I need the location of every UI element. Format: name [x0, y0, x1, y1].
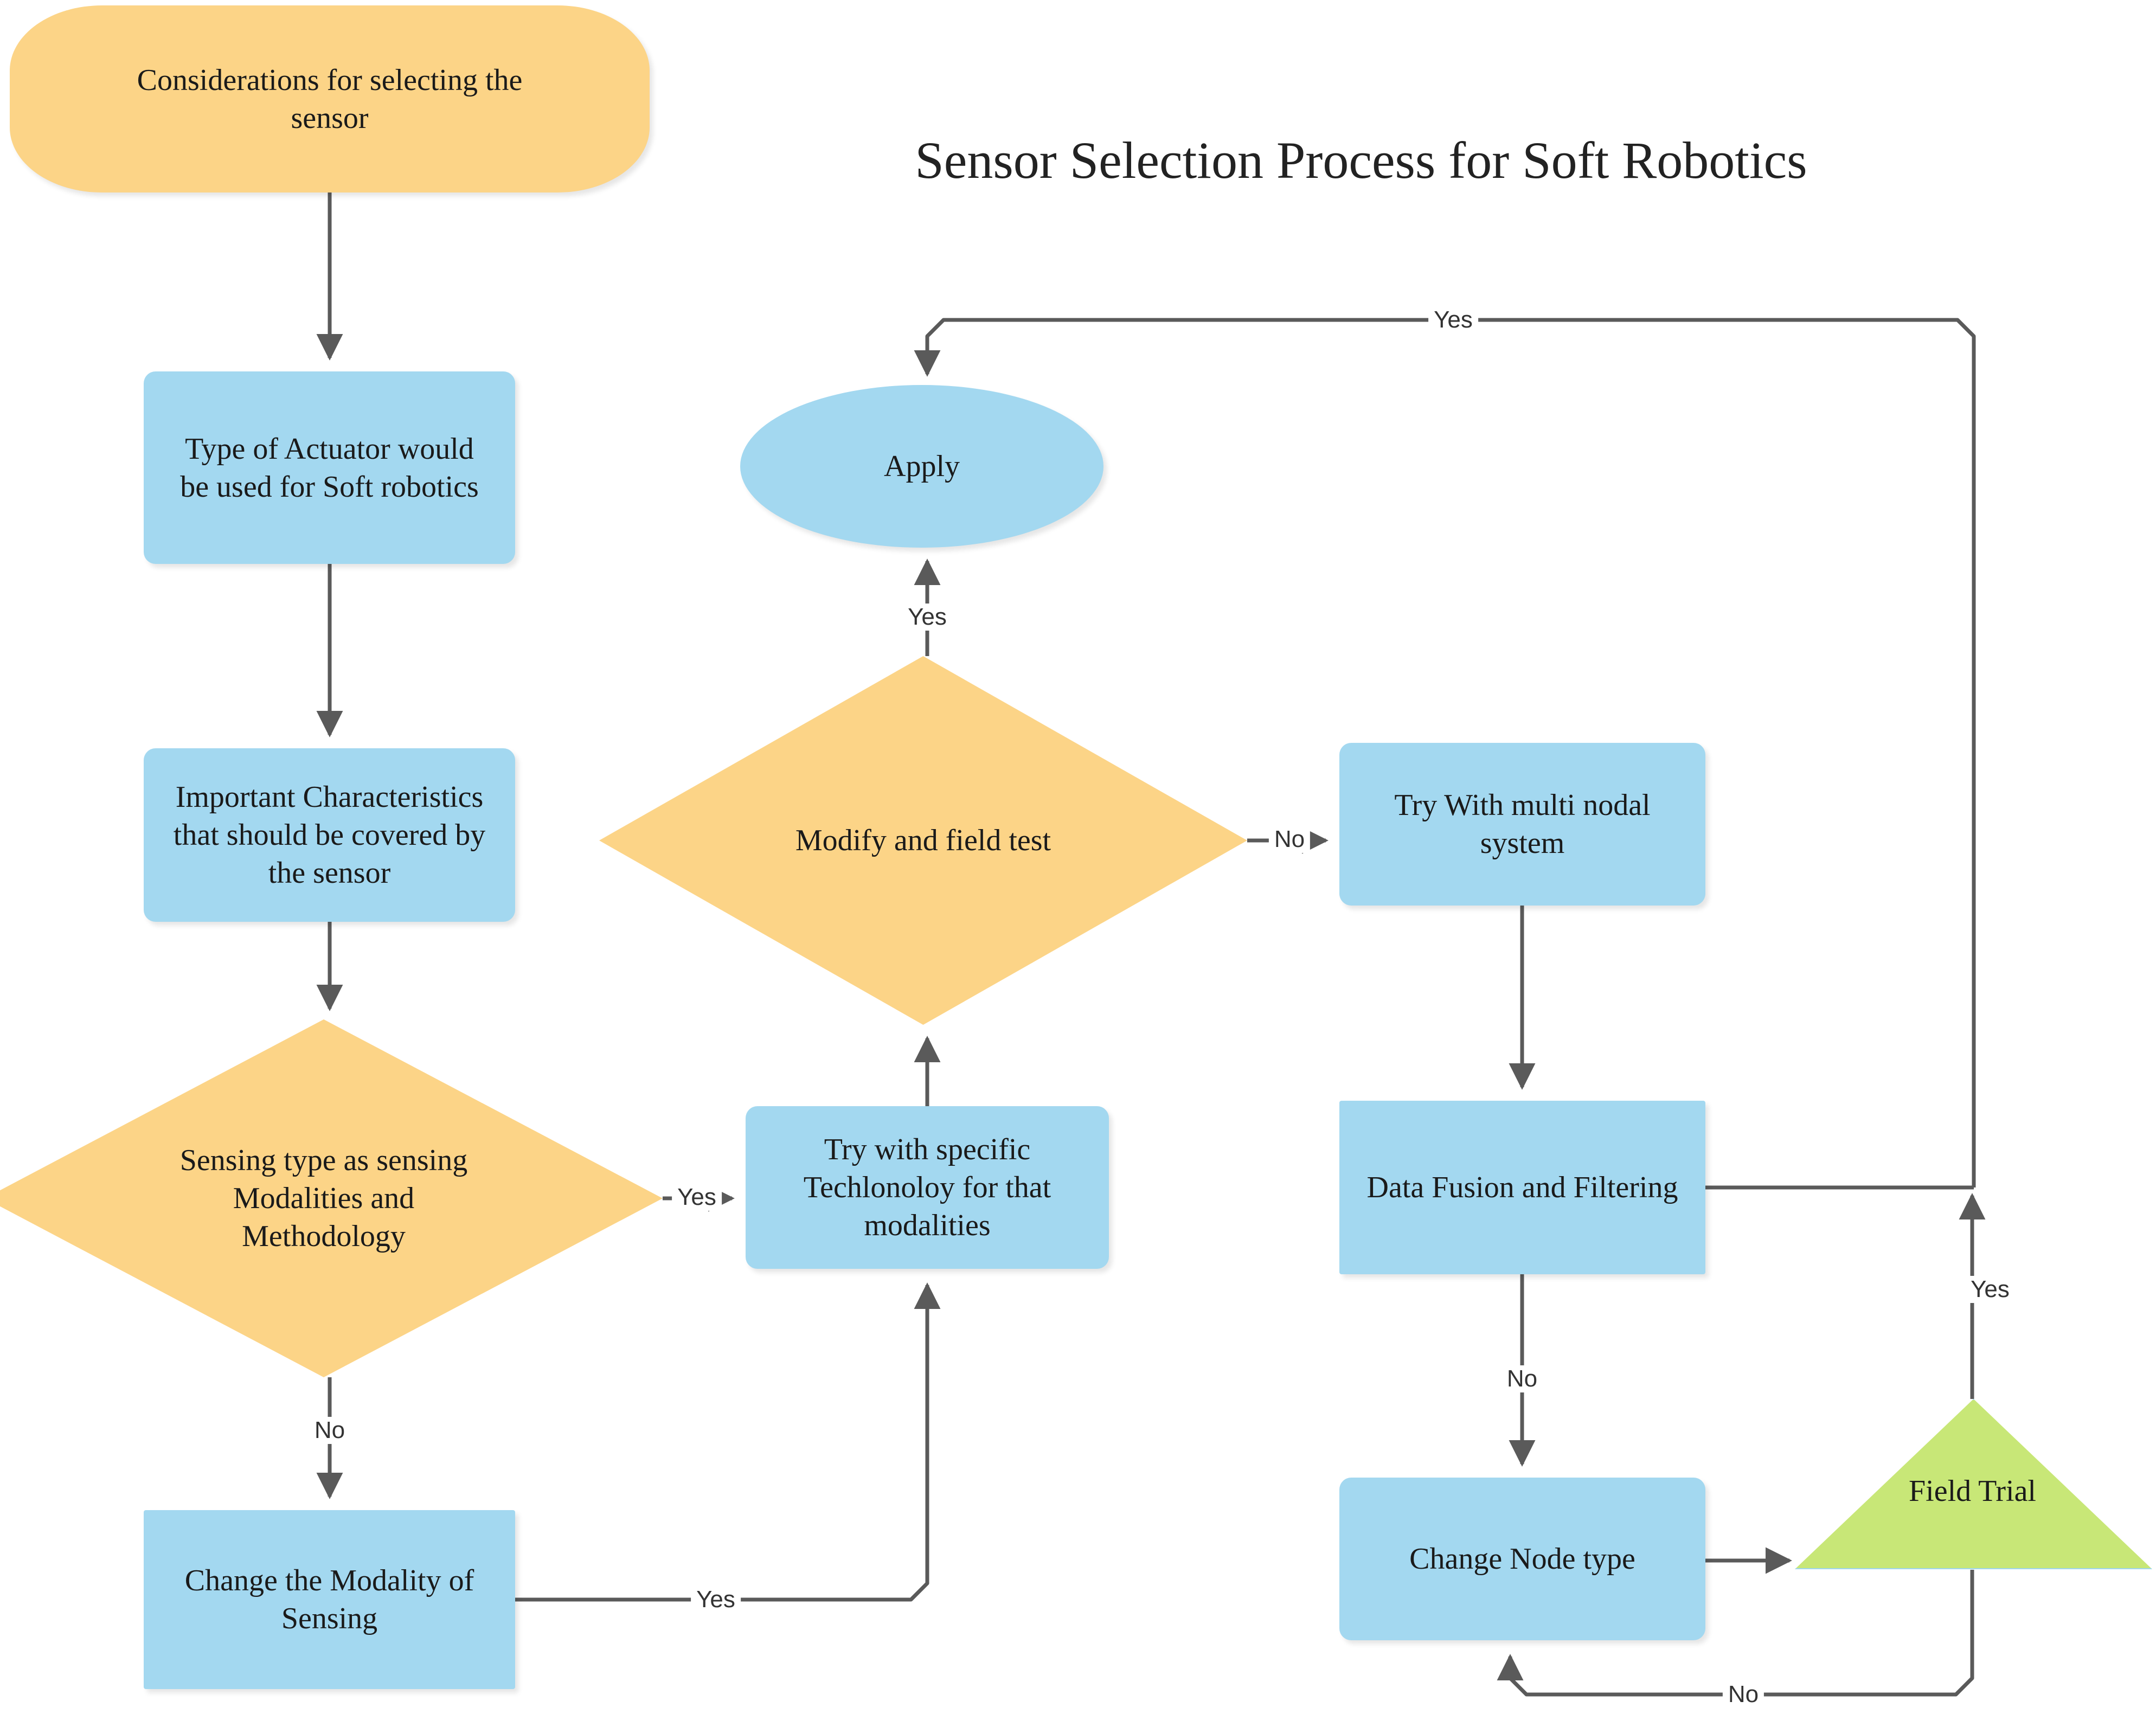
edge-label-fieldtrial-no: No: [1722, 1681, 1764, 1708]
node-label: Field Trial: [1909, 1474, 2036, 1508]
page-title: Sensor Selection Process for Soft Roboti…: [915, 131, 1807, 189]
node-label: Important Characteristics that should be…: [173, 780, 486, 890]
edge-label-sensing-yes: Yes: [672, 1184, 722, 1211]
node-label: Apply: [884, 450, 960, 483]
node-label: Try With multi nodal system: [1394, 788, 1651, 860]
node-label: Modify and field test: [795, 824, 1051, 857]
node-sensing-type-decision[interactable]: Sensing type as sensing Modalities and M…: [0, 1019, 663, 1377]
node-change-the-modality-of-sensing[interactable]: Change the Modality of Sensing: [144, 1510, 515, 1689]
edge-label-datafusion-no: No: [1501, 1365, 1543, 1392]
node-label: Try with specific Techlonoloy for that m…: [803, 1133, 1051, 1242]
node-try-with-specific-technology[interactable]: Try with specific Techlonoloy for that m…: [746, 1106, 1109, 1269]
node-data-fusion-and-filtering[interactable]: Data Fusion and Filtering: [1339, 1101, 1705, 1274]
node-field-trial[interactable]: Field Trial: [1795, 1399, 2152, 1569]
node-label: Considerations for selecting the sensor: [137, 63, 523, 135]
node-label: Sensing type as sensing Modalities and M…: [179, 1144, 468, 1253]
node-type-of-actuator[interactable]: Type of Actuator would be used for Soft …: [144, 371, 515, 564]
node-label: Type of Actuator would be used for Soft …: [180, 432, 479, 504]
edge-label-fieldtrial-yes: Yes: [1965, 1276, 2015, 1303]
edge-label-top-loop-yes: Yes: [1428, 306, 1478, 333]
node-apply[interactable]: Apply: [740, 385, 1103, 548]
edge-label-sensing-no: No: [309, 1417, 351, 1444]
edge-label-modify-to-multinodal-no: No: [1268, 826, 1311, 853]
node-try-with-multi-nodal-system[interactable]: Try With multi nodal system: [1339, 743, 1705, 906]
edge-label-changemodality-yes: Yes: [691, 1586, 741, 1613]
node-considerations-for-selecting-the-sensor[interactable]: Considerations for selecting the sensor: [10, 5, 650, 192]
node-label: Change the Modality of Sensing: [184, 1564, 474, 1635]
node-modify-and-field-test-decision[interactable]: Modify and field test: [599, 656, 1247, 1025]
node-label: Change Node type: [1409, 1542, 1635, 1576]
edge-label-modify-to-apply-yes: Yes: [902, 604, 952, 631]
node-label: Data Fusion and Filtering: [1366, 1171, 1678, 1204]
node-change-node-type[interactable]: Change Node type: [1339, 1478, 1705, 1640]
node-important-characteristics[interactable]: Important Characteristics that should be…: [144, 748, 515, 922]
